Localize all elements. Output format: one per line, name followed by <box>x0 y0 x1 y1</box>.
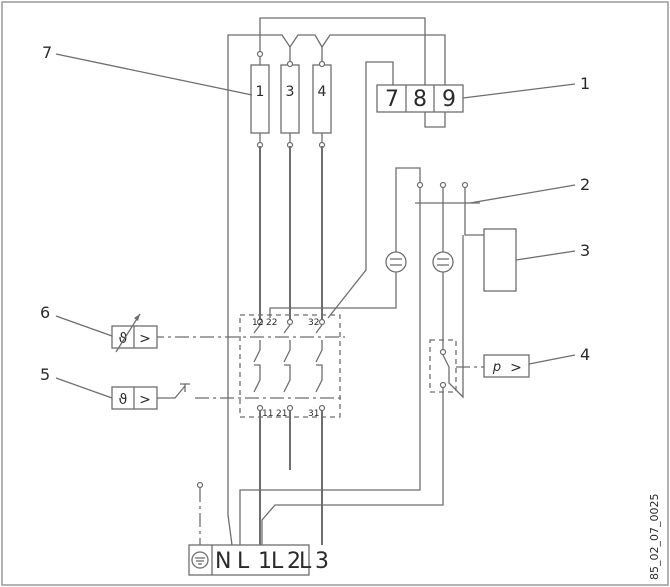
callout-3: 3 <box>580 241 590 260</box>
terminal-1: 1 <box>258 549 272 574</box>
terminal-3: 3 <box>315 549 329 574</box>
contact-label-11: 11 <box>262 409 273 419</box>
terminal-strip: 7 8 9 <box>376 84 464 113</box>
fuse-group: 1 3 4 <box>250 50 332 149</box>
terminal-9: 9 <box>442 87 456 112</box>
callout-1: 1 <box>580 74 590 93</box>
contact-label-32: 32 <box>308 318 319 328</box>
temperature-limiter-5: ϑ > <box>111 383 190 410</box>
callout-7: 7 <box>42 43 52 62</box>
callout-4: 4 <box>580 345 590 364</box>
contact-label-22: 22 <box>266 318 277 328</box>
callout-5: 5 <box>40 365 50 384</box>
contact-label-12: 12 <box>252 318 263 328</box>
terminal-L-2: L <box>271 549 284 574</box>
terminal-2: 2 <box>287 549 301 574</box>
fuse-label-1: 1 <box>256 84 265 100</box>
temp-arrow-5: > <box>139 392 151 408</box>
terminal-N: N <box>215 549 231 574</box>
temp-symbol-5: ϑ <box>119 392 128 408</box>
callout-6: 6 <box>40 303 50 322</box>
pressure-arrow: > <box>510 360 522 376</box>
ground-symbol-2 <box>432 251 454 273</box>
pressure-symbol: p <box>492 360 501 375</box>
temp-symbol-6: ϑ <box>119 331 128 347</box>
callout-2: 2 <box>580 175 590 194</box>
temperature-limiter-6: ϑ > <box>111 313 158 353</box>
pressure-switch: p > <box>483 354 530 378</box>
fuse-label-3: 3 <box>286 84 295 100</box>
terminal-7: 7 <box>385 87 399 112</box>
top-wiring <box>227 17 446 515</box>
contactor-block: 12 22 32 11 21 31 <box>150 314 345 419</box>
callouts: 7 1 2 3 4 5 6 <box>40 43 590 399</box>
temp-arrow-6: > <box>139 331 151 347</box>
contact-label-21: 21 <box>276 409 287 419</box>
terminal-L: L <box>237 549 250 574</box>
supply-terminal-strip: N L 1 L 2 L 3 <box>188 481 329 576</box>
ground-symbol-1 <box>385 251 407 273</box>
reference-code: 85_02_07_0025 <box>648 494 661 581</box>
earth-terminal-icon <box>191 551 209 569</box>
component-3-box <box>483 228 517 292</box>
terminal-8: 8 <box>413 87 427 112</box>
terminal-L-3: L <box>299 549 312 574</box>
fuse-label-4: 4 <box>318 84 327 100</box>
right-wiring <box>239 167 517 545</box>
contact-label-31: 31 <box>308 409 319 419</box>
main-conductors <box>259 146 323 545</box>
